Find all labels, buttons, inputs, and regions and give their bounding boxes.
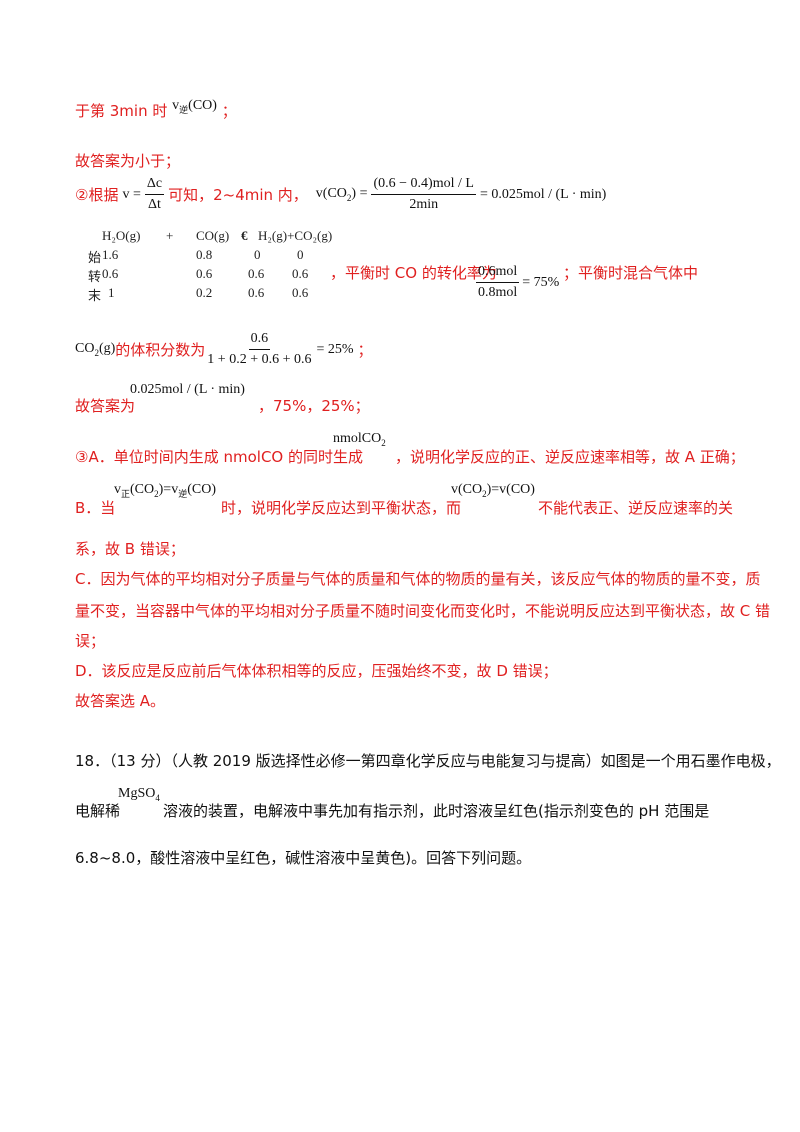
option-c-line: 误； xyxy=(75,632,106,650)
answer-final: 故答案选 A。 xyxy=(75,692,166,710)
v-co2: v(CO2) = xyxy=(315,186,368,203)
option-a-suffix: ，说明化学反应的正、逆反应速率相等，故 A 正确； xyxy=(395,448,745,466)
option-b-tail2: 系，故 B 错误； xyxy=(75,540,185,558)
v-reverse-co: v逆(CO) xyxy=(172,98,217,115)
question-18-line3: 6.8~8.0，酸性溶液中呈红色，碱性溶液中呈黄色)。回答下列问题。 xyxy=(75,849,532,867)
option-b-mid: 时，说明化学反应达到平衡状态，而 xyxy=(221,499,462,517)
question-18-line2-suffix: 溶液的装置，电解液中事先加有指示剂，此时溶液呈红色(指示剂变色的 pH 范围是 xyxy=(163,802,710,820)
volume-fraction-line: CO2(g) 的体积分数为 0.6 1 + 0.2 + 0.6 + 0.6 = … xyxy=(75,331,373,367)
answer-rate: 故答案为 xyxy=(75,397,136,415)
option-c-line: C．因为气体的平均相对分子质量与气体的质量和气体的物质的量有关，该反应气体的物质… xyxy=(75,570,761,588)
option-c-line: 量不变，当容器中气体的平均相对分子质量不随时间变化而变化时，不能说明反应达到平衡… xyxy=(75,602,771,620)
co2-g: CO2(g) xyxy=(75,341,116,358)
fraction-dc-dt: Δc Δt xyxy=(144,176,165,212)
answer-smaller: 故答案为小于； xyxy=(75,152,181,170)
conversion-fraction: 0.6mol 0.8mol = 75% xyxy=(476,264,560,300)
fraction-volume: 0.6 1 + 0.2 + 0.6 + 0.6 xyxy=(207,331,312,367)
line-3min: 于第 3min 时 v逆(CO) ； xyxy=(75,98,237,120)
question-18-mgso4: MgSO4 xyxy=(118,786,160,803)
option-a-math: nmolCO2 xyxy=(333,431,386,448)
conversion-tail: ；平衡时混合气体中 xyxy=(563,264,699,282)
option-b-math2: v(CO2)=v(CO) xyxy=(451,482,535,499)
rate-calculation: ②根据 v = Δc Δt 可知，2~4min 内， v(CO2) = (0.6… xyxy=(75,176,607,212)
option-b-prefix: B．当 xyxy=(75,499,116,517)
conversion-text: ，平衡时 CO 的转化率为 xyxy=(330,264,497,282)
option-a: ③A．单位时间内生成 nmolCO 的同时生成 xyxy=(75,448,363,466)
option-b-math: v正(CO2)=v逆(CO) xyxy=(114,482,216,499)
answer-rate-suffix: ，75%，25%； xyxy=(258,397,370,415)
question-18-line2-prefix: 电解稀 xyxy=(75,802,121,820)
option-b-tail: 不能代表正、逆反应速率的关 xyxy=(538,499,734,517)
fraction-concentration: (0.6 − 0.4)mol / L 2min xyxy=(371,176,476,212)
answer-rate-math: 0.025mol / (L · min) xyxy=(130,382,245,397)
question-18-line1: 18．（13 分）（人教 2019 版选择性必修一第四章化学反应与电能复习与提高… xyxy=(75,752,781,770)
option-d: D．该反应是反应前后气体体积相等的反应，压强始终不变，故 D 错误； xyxy=(75,662,558,680)
